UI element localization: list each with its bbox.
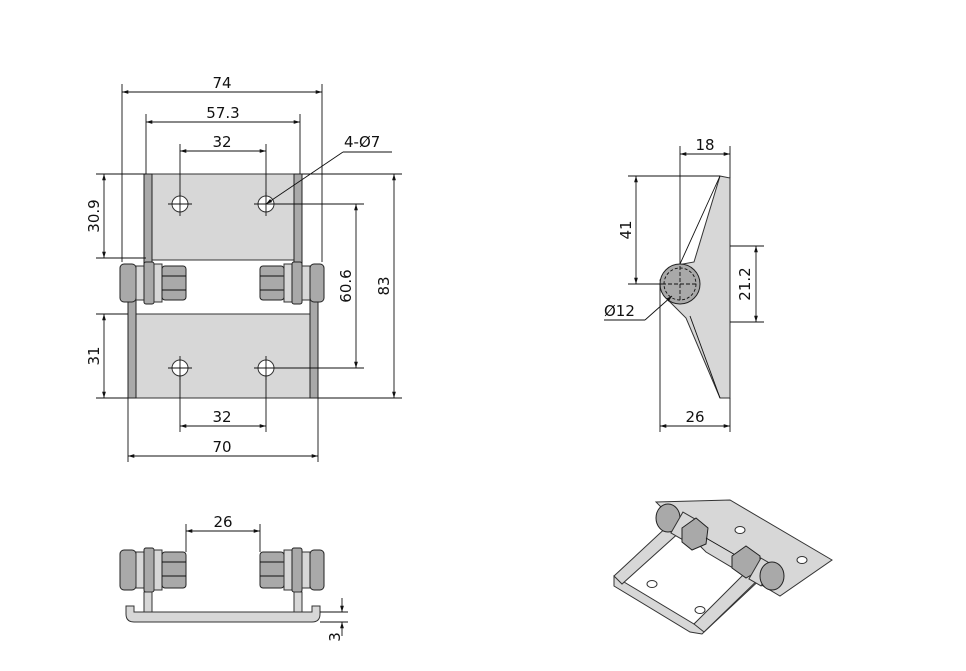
hole-callout: 4-Ø7 [344, 133, 380, 151]
dim-upper-leaf-width: 57.3 [206, 104, 239, 122]
dim-overall-height: 83 [375, 276, 393, 295]
front-view: 74 57.3 32 4-Ø7 30.9 31 60.6 83 [85, 74, 402, 462]
dim-leaf-height: 41 [617, 220, 635, 239]
dim-nut-gap: 26 [213, 513, 232, 531]
dim-thickness: 3 [326, 632, 344, 642]
left-hinge-bolt [119, 261, 187, 305]
lower-left-hole [168, 356, 192, 380]
side-view: 18 41 21.2 Ø12 26 [604, 136, 764, 432]
iso-hole-1 [734, 526, 746, 534]
dim-lower-leaf-width: 70 [212, 438, 231, 456]
iso-hole-3 [646, 580, 658, 588]
base-plate [125, 605, 321, 623]
dim-hole-vertical: 60.6 [337, 269, 355, 302]
lower-leaf [127, 313, 319, 399]
dim-lower-leaf-height: 31 [85, 346, 103, 365]
dim-upper-hole-spacing: 32 [212, 133, 231, 151]
dim-upper-leaf-height: 30.9 [85, 199, 103, 232]
iso-hole-4 [694, 606, 706, 614]
right-bolt-bottom [259, 547, 325, 613]
iso-left-bolt [655, 503, 745, 561]
iso-hole-2 [796, 556, 808, 564]
bottom-view: 26 3 [119, 513, 348, 642]
upper-leaf [145, 173, 301, 261]
dim-pin-diameter: Ø12 [604, 302, 635, 320]
dim-pin-offset: 21.2 [736, 267, 754, 300]
isometric-view [613, 499, 833, 635]
dim-lower-hole-spacing: 32 [212, 408, 231, 426]
left-bolt-bottom [119, 547, 187, 613]
right-hinge-bolt [259, 261, 325, 305]
dim-overall-width: 74 [212, 74, 231, 92]
dim-top-offset: 18 [695, 136, 714, 154]
iso-right-bolt [731, 545, 785, 591]
dim-base-width: 26 [685, 408, 704, 426]
